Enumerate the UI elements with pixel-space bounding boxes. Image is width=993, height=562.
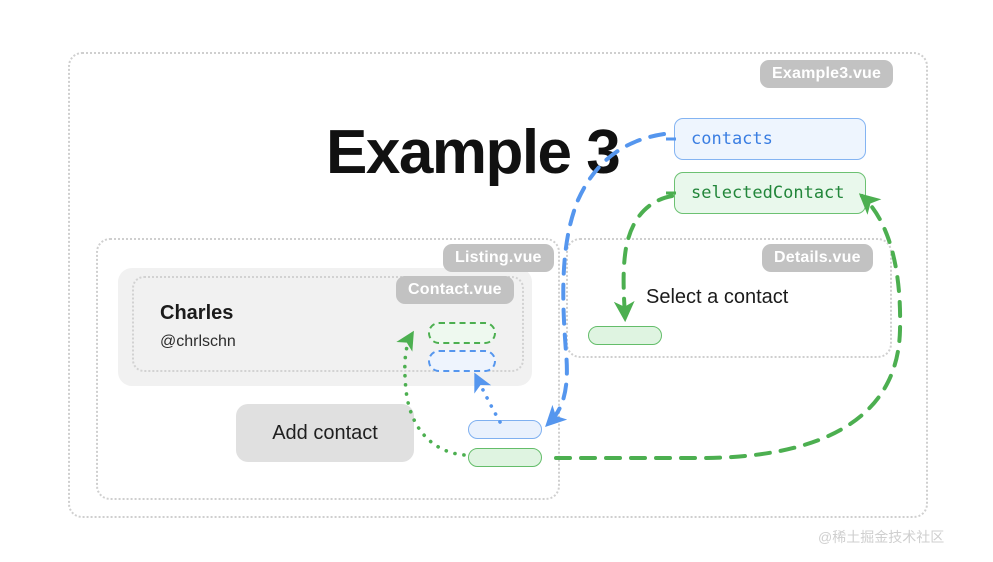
frame-example3-vue bbox=[68, 52, 928, 518]
details-prop-slot-green bbox=[588, 326, 662, 345]
code-pill-contacts: contacts bbox=[674, 118, 866, 160]
add-contact-button[interactable]: Add contact bbox=[236, 404, 414, 462]
badge-contact-vue: Contact.vue bbox=[396, 276, 514, 305]
contact-handle: @chrlschn bbox=[160, 333, 236, 350]
page-title: Example 3 bbox=[326, 118, 621, 187]
listing-emit-slot-green bbox=[468, 448, 542, 467]
badge-details-vue: Details.vue bbox=[762, 244, 873, 273]
details-placeholder-text: Select a contact bbox=[646, 286, 789, 308]
badge-example3-vue: Example3.vue bbox=[760, 60, 894, 89]
code-pill-selected-contact-label: selectedContact bbox=[691, 183, 845, 203]
watermark: @稀土掘金技术社区 bbox=[818, 529, 945, 545]
contact-prop-slot-blue bbox=[428, 350, 496, 372]
contact-card[interactable] bbox=[132, 276, 524, 372]
listing-prop-slot-blue bbox=[468, 420, 542, 439]
badge-listing-vue: Listing.vue bbox=[443, 244, 554, 273]
contact-name: Charles bbox=[160, 302, 234, 324]
code-pill-contacts-label: contacts bbox=[691, 129, 773, 149]
contact-emit-slot-green bbox=[428, 322, 496, 344]
code-pill-selected-contact: selectedContact bbox=[674, 172, 866, 214]
